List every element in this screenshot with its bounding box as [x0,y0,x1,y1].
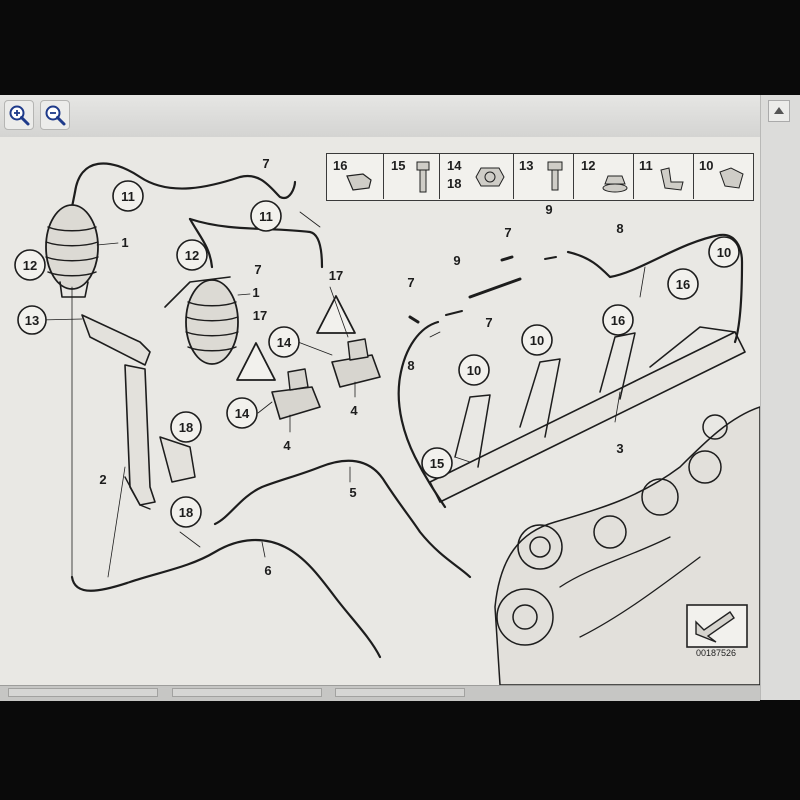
legend-cell: 12 [573,154,634,199]
callout-14: 14 [277,335,292,350]
status-segment [335,688,465,697]
callout-11: 11 [121,189,135,204]
callout-7: 7 [407,275,414,290]
callout-labels: 11 11 12 12 13 14 14 18 18 15 10 10 16 1… [23,156,731,578]
legend-cell: 14 18 [439,154,514,199]
callout-8: 8 [616,221,623,236]
legend-item-number: 15 [391,158,406,173]
legend-item-number: 10 [699,158,714,173]
callout-7: 7 [254,262,261,277]
legend-item-number: 14 [447,158,462,173]
screw-icon [547,161,563,191]
legend-cell: 16 [327,154,384,199]
callout-4: 4 [350,403,358,418]
callout-17: 17 [329,268,343,283]
callout-2: 2 [99,472,106,487]
legend-item-number: 13 [519,158,534,173]
viewer-toolbar [0,95,760,138]
legend-cell: 10 [693,154,753,199]
flange-nut-icon [602,175,628,193]
legend-item-number: 11 [639,158,653,173]
clip-icon [346,173,372,191]
callout-11: 11 [259,209,273,224]
callout-12: 12 [185,248,199,263]
callout-7: 7 [262,156,269,171]
callout-17: 17 [253,308,267,323]
callout-16: 16 [676,277,690,292]
retaining-clip-icon [719,167,744,189]
reference-badge [686,604,748,660]
callout-9: 9 [545,202,552,217]
zoom-out-icon [45,105,66,126]
view-direction-icon [686,604,748,648]
callout-5: 5 [349,485,356,500]
callout-8: 8 [407,358,414,373]
callout-10: 10 [530,333,544,348]
callout-12: 12 [23,258,37,273]
fastener-legend: 16 15 14 18 13 12 11 [326,153,754,201]
legend-item-number: 12 [581,158,596,173]
parts-diagram: 11 11 12 12 13 14 14 18 18 15 10 10 16 1… [14,156,760,685]
chevron-up-icon [774,107,784,114]
callout-6: 6 [264,563,271,578]
scroll-up-button[interactable] [768,100,790,122]
callout-18: 18 [179,505,193,520]
callout-1: 1 [121,235,128,250]
vertical-scrollbar[interactable] [760,95,800,700]
legend-item-number: 18 [447,176,462,191]
callout-14: 14 [235,406,250,421]
legend-cell: 13 [513,154,574,199]
zoom-out-button[interactable] [40,100,70,130]
legend-item-number: 16 [333,158,348,173]
status-segment [172,688,322,697]
zoom-in-button[interactable] [4,100,34,130]
spring-clip-icon [660,167,684,191]
callout-7: 7 [485,315,492,330]
zoom-in-icon [9,105,30,126]
bolt-icon [416,161,430,193]
callout-18: 18 [179,420,193,435]
callout-16: 16 [611,313,625,328]
callout-13: 13 [25,313,39,328]
callout-3: 3 [616,441,623,456]
callout-10: 10 [467,363,481,378]
callout-10: 10 [717,245,731,260]
callout-9: 9 [453,253,460,268]
reference-code: 00187526 [695,648,737,658]
callout-7: 7 [504,225,511,240]
legend-cell: 11 [633,154,694,199]
status-segment [8,688,158,697]
legend-cell: 15 [383,154,440,199]
callout-4: 4 [283,438,291,453]
callout-1: 1 [252,285,259,300]
nut-icon [475,167,505,187]
callout-15: 15 [430,456,444,471]
